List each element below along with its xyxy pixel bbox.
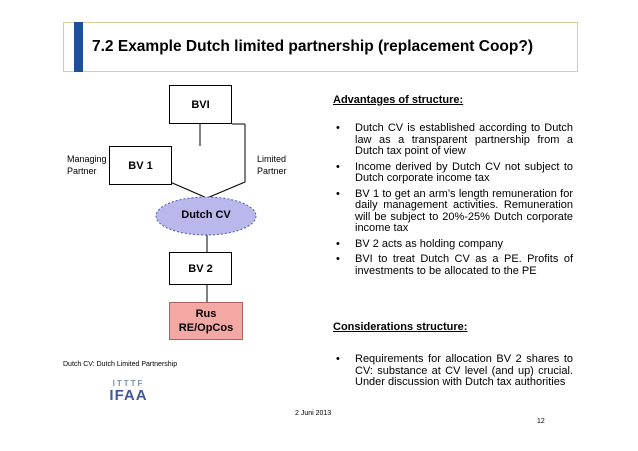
slide-title: 7.2 Example Dutch limited partnership (r… [92,38,533,55]
node-rus-line2: RE/OpCos [178,322,234,334]
node-dutch-cv: Dutch CV [181,209,231,221]
list-item: •BVI to treat Dutch CV as a PE. Profits … [336,253,573,277]
ifaa-logo: ITTTF IFAA [97,380,160,404]
node-bv2: BV 2 [169,252,232,285]
list-item: •Income derived by Dutch CV not subject … [336,160,573,184]
limited-partner-label: Limited Partner [257,154,287,176]
list-item: •BV 2 acts as holding company [336,237,503,250]
title-accent-bar [74,22,83,72]
page-number: 12 [537,418,545,425]
list-item: •Requirements for allocation BV 2 shares… [336,353,573,388]
footnote: Dutch CV: Dutch Limited Partnership [63,361,178,368]
node-bv1: BV 1 [109,146,172,185]
title-frame [63,22,578,72]
considerations-heading: Considerations structure: [333,321,468,333]
node-rus-re-opcos: Rus RE/OpCos [169,302,243,340]
connector-limited-partner [206,124,246,199]
node-bvi: BVI [169,85,232,124]
list-item: •BV 1 to get an arm’s length remuneratio… [336,187,573,234]
advantages-list: •Dutch CV is established according to Du… [333,122,573,281]
connector-managing-partner [169,164,208,199]
logo-top-text: ITTTF [112,379,145,388]
list-item: •Dutch CV is established according to Du… [336,122,573,157]
managing-partner-label: Managing Partner [67,154,107,176]
considerations-list: •Requirements for allocation BV 2 shares… [333,353,573,393]
slide-date: 2 Juni 2013 [295,410,332,417]
node-rus-line1: Rus [195,308,217,320]
advantages-heading: Advantages of structure: [333,94,464,106]
dutch-cv-ellipse [155,196,257,236]
logo-main-text: IFAA [109,387,148,404]
